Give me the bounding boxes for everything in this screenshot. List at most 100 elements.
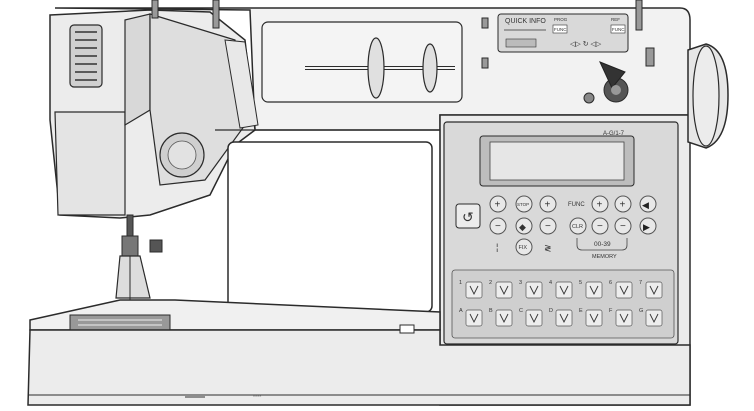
func-key-2[interactable]	[610, 24, 626, 34]
quick-info-prog-label: PROG	[554, 17, 568, 22]
needle-clamp	[121, 235, 139, 257]
bobbin-winder-lever[interactable]	[599, 61, 626, 89]
func-minus-button-2[interactable]	[614, 217, 632, 235]
fix-button[interactable]	[515, 238, 533, 256]
fix-button-label: FIX	[519, 245, 528, 251]
spool-cap-left[interactable]	[367, 37, 385, 99]
length-plus-button[interactable]	[539, 195, 557, 213]
stitch-number-label: 4	[549, 280, 552, 286]
stitch-number-button[interactable]	[495, 281, 513, 299]
quick-info-title: QUICK INFO	[505, 18, 546, 25]
scroll-right-button[interactable]	[639, 217, 657, 235]
base-mark-dots: ◦◦◦◦	[253, 394, 262, 400]
stitch-pattern-icon	[499, 313, 509, 324]
func-key-1[interactable]	[552, 24, 568, 34]
stitch-number-button[interactable]	[465, 281, 483, 299]
arrows-icon: ◁▷ ↻ ◁▷	[570, 41, 602, 48]
memory-bracket	[576, 238, 628, 251]
bobbin-release[interactable]	[399, 324, 415, 334]
stitch-pattern-icon	[499, 285, 509, 296]
func-minus-button[interactable]	[591, 217, 609, 235]
func-plus-button[interactable]	[591, 195, 609, 213]
stitch-letter-button[interactable]	[555, 309, 573, 327]
func-button-label: FUNC	[568, 202, 585, 208]
zigzag-icon: ≷	[544, 243, 552, 253]
stitch-pattern-icon	[469, 313, 479, 324]
minus-icon: −	[597, 221, 603, 232]
stitch-letter-button[interactable]	[525, 309, 543, 327]
stitch-letter-label: G	[639, 308, 643, 314]
stitch-letter-label: E	[579, 308, 583, 314]
width-plus-button[interactable]	[489, 195, 507, 213]
stitch-pattern-icon	[529, 285, 539, 296]
func-plus-button-2[interactable]	[614, 195, 632, 213]
stitch-letter-button[interactable]	[495, 309, 513, 327]
stitch-letter-label: A	[459, 308, 463, 314]
arrow-right-icon: ▶	[643, 222, 650, 232]
thread-guide-right	[635, 0, 643, 31]
scroll-left-button[interactable]	[639, 195, 657, 213]
presser-foot	[115, 255, 151, 299]
memory-label: MEMORY	[592, 254, 617, 260]
mirror-button[interactable]	[515, 217, 533, 235]
power-switch[interactable]	[645, 47, 655, 67]
arrow-left-icon: ◀	[642, 200, 649, 210]
spool-cap-right[interactable]	[422, 43, 438, 93]
button-row-1: + STOP + FUNC + + ◀	[489, 195, 657, 213]
thread-guide-cover	[124, 13, 151, 127]
bobbin-winder-hub	[611, 85, 621, 95]
face-plate	[54, 111, 126, 216]
stitch-pattern-icon	[559, 285, 569, 296]
minus-icon: −	[495, 221, 501, 232]
machine-base	[27, 329, 691, 406]
plus-icon: +	[597, 200, 603, 211]
bobbin-stopper[interactable]	[583, 92, 595, 104]
spool-area	[261, 21, 463, 103]
stitch-number-label: 3	[519, 280, 522, 286]
button-row-2: − ◆ − CLR − − ▶	[489, 217, 657, 235]
stitch-number-button[interactable]	[555, 281, 573, 299]
func-key-2-label: FUNC	[612, 27, 625, 32]
stitch-pattern-icon	[619, 285, 629, 296]
pressure-dial-ticks	[75, 31, 97, 81]
reverse-icon: ↺	[462, 209, 474, 225]
memory-range: 00-39	[594, 241, 611, 248]
stitch-letter-label: B	[489, 308, 493, 314]
plus-icon: +	[620, 200, 626, 211]
stitch-letter-button[interactable]	[465, 309, 483, 327]
arm-opening	[227, 141, 433, 313]
stitch-letter-button[interactable]	[585, 309, 603, 327]
needle-threader[interactable]	[149, 239, 163, 253]
stitch-letter-button[interactable]	[615, 309, 633, 327]
stitch-number-button[interactable]	[615, 281, 633, 299]
thread-guide-left	[212, 0, 220, 29]
stitch-letter-label: C	[519, 308, 523, 314]
reverse-button[interactable]	[455, 203, 481, 229]
needle-plate	[69, 314, 171, 331]
length-minus-button[interactable]	[539, 217, 557, 235]
stitch-pattern-icon	[589, 285, 599, 296]
handwheel-face	[692, 45, 720, 147]
stitch-letter-button[interactable]	[645, 309, 663, 327]
stitch-pattern-icon	[469, 285, 479, 296]
clr-button[interactable]	[569, 217, 587, 235]
clr-button-label: CLR	[572, 224, 583, 230]
stitch-width-indicator	[505, 38, 537, 48]
stitch-number-button[interactable]	[645, 281, 663, 299]
stitch-pattern-icon	[559, 313, 569, 324]
width-minus-button[interactable]	[489, 217, 507, 235]
stitch-number-button[interactable]	[585, 281, 603, 299]
stitch-number-label: 2	[489, 280, 492, 286]
stitch-pattern-icon	[649, 313, 659, 324]
func-key-1-label: FUNC	[554, 27, 567, 32]
needle-position-icon: ¦	[496, 242, 498, 252]
take-up-lever	[224, 39, 259, 129]
lcd-screen	[489, 141, 625, 181]
feed-dogs	[78, 319, 162, 326]
stitch-number-button[interactable]	[525, 281, 543, 299]
stop-button[interactable]	[515, 195, 533, 213]
plus-icon: +	[495, 200, 501, 211]
